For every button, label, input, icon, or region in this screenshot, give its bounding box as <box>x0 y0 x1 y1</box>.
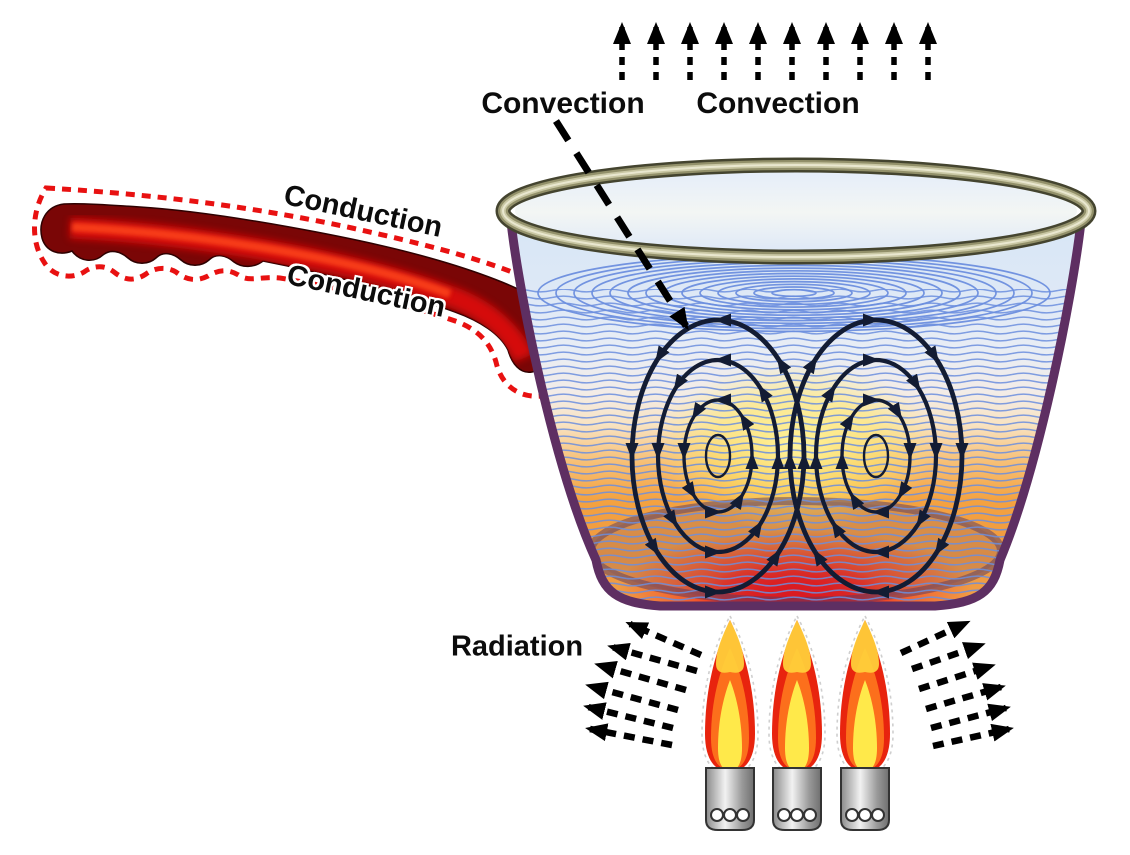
convection-loop-arc <box>717 548 781 595</box>
burner-1 <box>701 615 759 831</box>
convection-loop-arc <box>714 353 763 390</box>
convection-loop-arc <box>673 357 719 392</box>
gas-burners <box>701 615 894 831</box>
convection-loop-arc <box>850 393 880 418</box>
surface-ripple <box>609 264 979 322</box>
convection-label-left: Convection <box>481 87 645 120</box>
convection-loop-arc <box>898 415 917 460</box>
saucepan <box>495 157 1097 611</box>
convection-loop-arc <box>714 313 781 362</box>
radiation-arrow <box>607 642 698 675</box>
convection-loop-arc <box>651 386 678 460</box>
radiation-arrow <box>583 702 674 732</box>
radiation-arrow <box>925 683 1006 713</box>
convection-loop-arc <box>839 412 855 457</box>
convection-label-right: Convection <box>696 87 860 120</box>
convection-loop-arc <box>758 384 781 457</box>
convection-loop-arc <box>681 455 697 500</box>
convection-loop-arc <box>934 455 965 556</box>
convection-loop-arc <box>677 415 696 460</box>
burner-3 <box>836 615 894 831</box>
convection-loop-arc <box>717 520 763 555</box>
radiation-arrow <box>625 621 703 658</box>
surface-ripple <box>627 267 961 319</box>
convection-loop-arc <box>813 384 836 457</box>
handle-hot-glow <box>69 217 534 363</box>
convection-loop-arc <box>655 550 722 599</box>
convection-loop-arc <box>872 550 939 599</box>
radiation-arrow <box>594 661 687 694</box>
convection-loop-arc <box>783 452 818 554</box>
water-wave-lines <box>511 289 1081 606</box>
surface-ripple <box>681 275 907 311</box>
convection-loop-arc <box>655 455 678 528</box>
radiation-arrow <box>910 641 986 673</box>
convection-loop-arc <box>835 452 854 497</box>
convection-loop-arc <box>813 313 880 362</box>
radiation-arrow <box>899 620 971 656</box>
convection-leader-arrow <box>553 119 689 331</box>
pot-wall-outline <box>506 217 1086 611</box>
pan-handle <box>32 185 563 399</box>
radiation-label: Radiation <box>450 630 584 663</box>
radiation-arrow <box>930 703 1011 732</box>
convection-loop-arc <box>875 357 921 392</box>
convection-loop-arc <box>849 492 877 514</box>
surface-ripple <box>735 283 853 303</box>
convection-inner-ellipse <box>862 433 890 479</box>
radiation-arrows-left <box>583 621 703 749</box>
convection-loop-arc <box>692 494 722 519</box>
convection-loop-arc <box>831 353 880 390</box>
water-surface-top <box>515 172 1077 250</box>
surface-ripple <box>771 288 817 298</box>
surface-ripple <box>645 269 943 317</box>
convection-loop-arc <box>934 358 969 460</box>
convection-loop-arc <box>691 398 719 420</box>
convection-loop-arc <box>655 317 719 364</box>
steam-convection-arrows <box>613 22 937 80</box>
convection-loop-arc <box>629 455 660 556</box>
burner-2 <box>768 615 826 831</box>
convection-current-loops <box>625 313 969 599</box>
radiation-arrow <box>932 723 1014 750</box>
convection-loop-arc <box>740 452 759 497</box>
radiation-arrow <box>585 723 673 749</box>
radiation-arrow <box>585 681 679 714</box>
surface-ripple <box>753 286 835 300</box>
convection-loop-arc <box>758 452 785 526</box>
convection-loop-arc <box>875 398 903 420</box>
convection-loop-arc <box>809 452 836 526</box>
surface-ripple <box>699 278 889 308</box>
pot-rim <box>495 157 1097 265</box>
convection-loop-arc <box>625 358 660 460</box>
radiation-arrows-right <box>899 620 1014 750</box>
convection-loop-arc <box>872 494 902 519</box>
surface-ripple <box>717 280 871 306</box>
convection-loop-arc <box>831 520 877 555</box>
convection-loop-arc <box>813 548 877 595</box>
convection-loop-arc <box>717 492 745 514</box>
radiation-arrow <box>918 662 996 693</box>
convection-loop-arc <box>787 356 818 457</box>
convection-loop-arc <box>875 317 939 364</box>
convection-loop-arc <box>673 522 722 559</box>
convection-inner-ellipse <box>704 433 732 479</box>
convection-loop-arc <box>916 455 939 528</box>
handle-dashed-outline <box>32 185 563 399</box>
convection-loop-arc <box>714 393 744 418</box>
convection-loop-arc <box>916 386 943 460</box>
convection-loop-arc <box>872 522 921 559</box>
